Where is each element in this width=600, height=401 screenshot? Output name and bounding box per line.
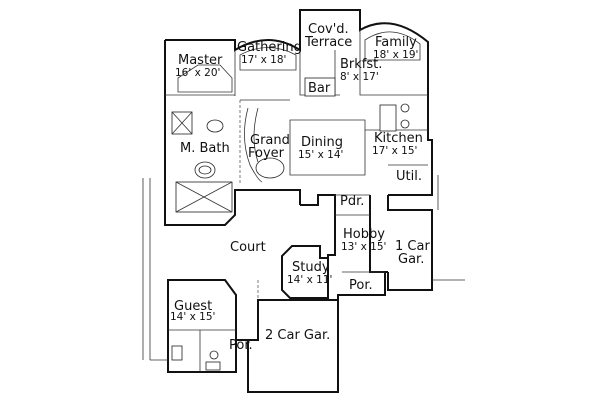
- room-study-name: Study: [292, 260, 330, 275]
- room-family-name: Family: [375, 35, 417, 50]
- room-porch-right-name: Por.: [349, 278, 373, 293]
- room-terrace-name: Cov'd.: [308, 22, 349, 37]
- room-dining-name: Dining: [301, 135, 343, 150]
- room-family-size: 18' x 19': [373, 49, 418, 61]
- room-grand-foyer-name2: Foyer: [248, 146, 285, 161]
- room-one-car-garage-name: 1 Car: [395, 239, 430, 254]
- room-gathering-name: Gathering: [237, 40, 302, 55]
- room-one-car-garage-name2: Gar.: [398, 252, 424, 267]
- room-breakfast-name: Brkfst.: [340, 57, 382, 72]
- room-porch-left-name: Por.: [229, 338, 253, 353]
- room-hobby-name: Hobby: [343, 227, 385, 242]
- room-court-name: Court: [230, 240, 266, 255]
- room-guest-size: 14' x 15': [170, 311, 215, 323]
- room-master-name: Master: [178, 53, 223, 68]
- room-labels: Master 16' x 20' Gathering 17' x 18' Cov…: [170, 22, 430, 353]
- room-dining-size: 15' x 14': [298, 149, 343, 161]
- room-guest-name: Guest: [174, 299, 212, 314]
- room-kitchen-size: 17' x 15': [372, 145, 417, 157]
- room-powder-name: Pdr.: [340, 194, 364, 209]
- room-kitchen-name: Kitchen: [374, 131, 423, 146]
- room-master-size: 16' x 20': [175, 67, 220, 79]
- room-grand-foyer-name: Grand: [250, 133, 290, 148]
- room-gathering-size: 17' x 18': [241, 54, 286, 66]
- room-breakfast-size: 8' x 17': [340, 71, 379, 83]
- room-terrace-name2: Terrace: [304, 35, 352, 50]
- room-two-car-garage-name: 2 Car Gar.: [265, 328, 330, 343]
- room-master-bath-name: M. Bath: [180, 141, 230, 156]
- fixtures: [142, 31, 465, 371]
- room-study-size: 14' x 11': [287, 274, 332, 286]
- room-utility-name: Util.: [396, 169, 422, 184]
- room-hobby-size: 13' x 15': [341, 241, 386, 253]
- room-bar-name: Bar: [308, 81, 331, 96]
